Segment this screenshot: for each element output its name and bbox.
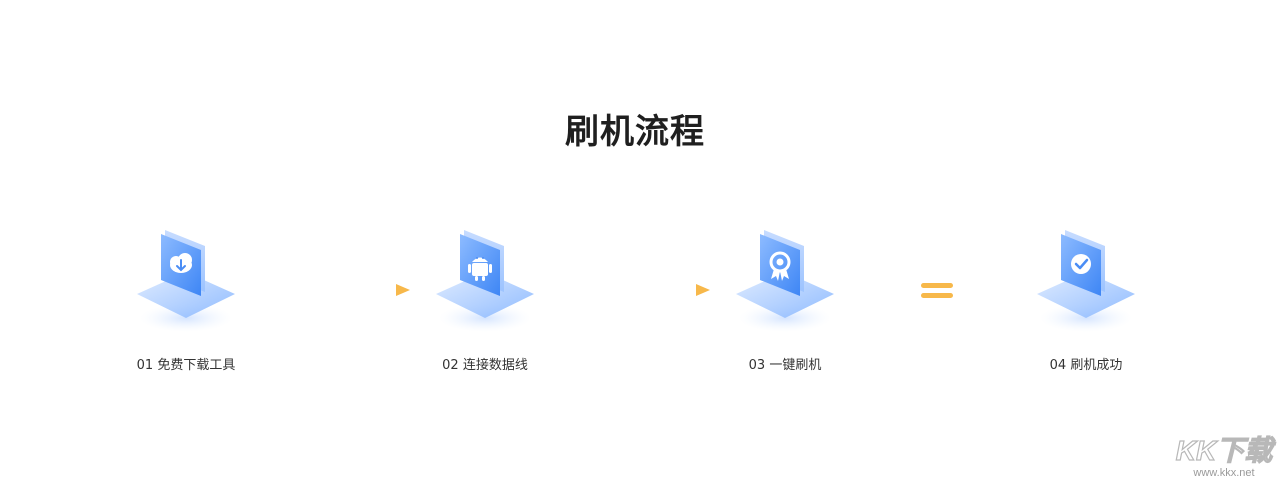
step-label: 03 一键刷机	[748, 358, 822, 373]
badge-icon	[769, 251, 791, 281]
step-label: 02 连接数据线	[442, 358, 528, 373]
svg-text:www.kkx.net: www.kkx.net	[1192, 467, 1254, 479]
success-illustration	[1037, 230, 1135, 332]
checkmark-icon	[1071, 254, 1091, 274]
kkx-watermark-logo: KK下载 www.kkx.net	[1175, 434, 1277, 479]
step-connect: 02 连接数据线	[405, 226, 565, 373]
step-flash: 03 一键刷机	[705, 226, 865, 373]
svg-text:KK下载: KK下载	[1176, 435, 1276, 466]
step-download: 01 免费下载工具	[106, 226, 266, 373]
step-label: 04 刷机成功	[1049, 358, 1123, 373]
step-success: 04 刷机成功	[1006, 226, 1166, 373]
page-title: 刷机流程	[565, 112, 705, 152]
arrow-connector	[262, 284, 410, 296]
connect-illustration	[436, 230, 534, 332]
cloud-download-icon	[170, 253, 192, 273]
flash-illustration	[736, 230, 834, 332]
arrow-connector	[562, 284, 710, 296]
android-icon	[468, 257, 492, 281]
equals-connector	[921, 283, 953, 298]
download-illustration	[137, 230, 235, 332]
step-label: 01 免费下载工具	[136, 358, 236, 373]
